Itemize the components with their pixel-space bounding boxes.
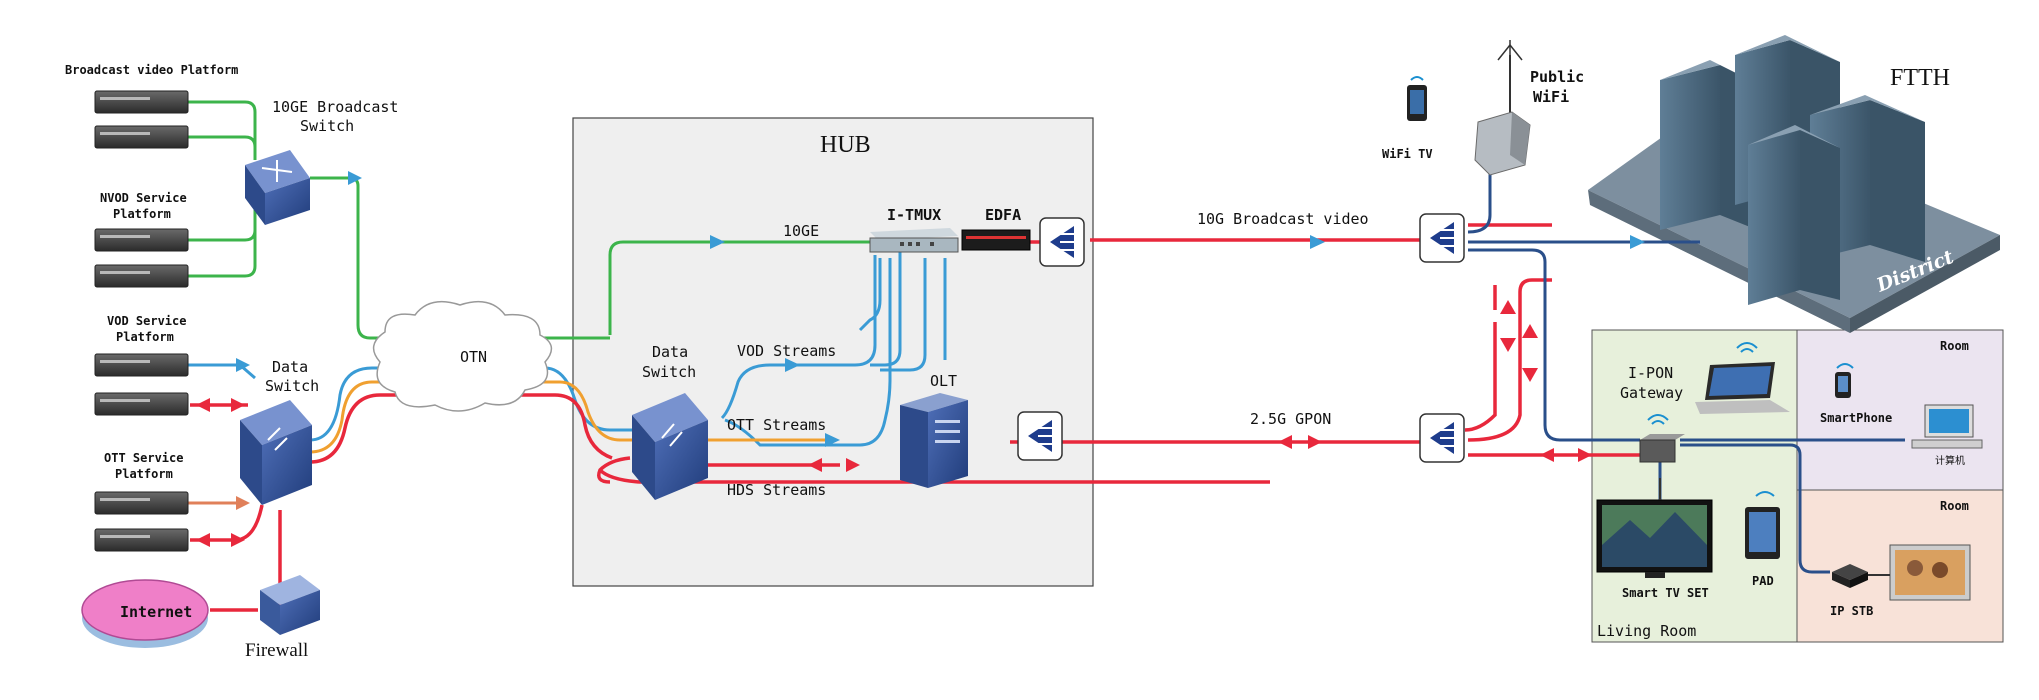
- laptop-device: [1695, 362, 1790, 414]
- living-room-label: Living Room: [1597, 622, 1696, 640]
- otn-label: OTN: [460, 348, 487, 366]
- hub-label: HUB: [820, 132, 871, 158]
- nvod-label-2: Platform: [113, 207, 171, 221]
- pad-device: [1745, 507, 1780, 559]
- broadcast-switch-label-1: 10GE Broadcast: [272, 98, 398, 116]
- firewall-label: Firewall: [245, 640, 308, 661]
- olt-label: OLT: [930, 372, 957, 390]
- ip-stb-device: [1832, 564, 1868, 588]
- gpon-label: 2.5G GPON: [1250, 410, 1331, 428]
- arrowheads: [196, 171, 1645, 547]
- data-switch-hub-label-2: Switch: [642, 363, 696, 381]
- computer-device: [1911, 404, 1983, 449]
- green-links: [188, 100, 880, 340]
- ip-stb-label: IP STB: [1830, 604, 1873, 618]
- vod-streams-label: VOD Streams: [737, 342, 836, 360]
- pad-label: PAD: [1752, 574, 1774, 588]
- hds-streams-label: HDS Streams: [727, 481, 826, 499]
- vod-label-2: Platform: [116, 330, 174, 344]
- olt-device: [900, 393, 968, 488]
- dark-blue-links: [1467, 150, 1905, 574]
- itmux-label: I-TMUX: [887, 206, 941, 224]
- data-switch-left-label-1: Data: [272, 358, 308, 376]
- computer-label: 计算机: [1935, 454, 1965, 467]
- nvod-label-1: NVOD Service: [100, 191, 187, 205]
- smartphone-device: [1835, 372, 1851, 398]
- internet-cloud: [81, 579, 209, 648]
- hub-data-switch: [632, 393, 708, 500]
- ipon-label-2: Gateway: [1620, 384, 1683, 402]
- wifi-tv-label: WiFi TV: [1382, 147, 1433, 161]
- ott-streams-label: OTT Streams: [727, 416, 826, 434]
- otn-cloud: [372, 300, 553, 412]
- hub-panel: [572, 117, 1094, 587]
- broadcast-video-10g-label: 10G Broadcast video: [1197, 210, 1369, 228]
- smart-tv-device: [1596, 478, 1713, 578]
- left-data-switch: [240, 400, 312, 505]
- room-label-1: Room: [1940, 339, 1969, 353]
- broadcast-switch-label-2: Switch: [300, 117, 354, 135]
- public-wifi-label-1: Public: [1530, 68, 1584, 86]
- wifi-tv-phone: [1407, 76, 1427, 121]
- ott-label-1: OTT Service: [104, 451, 183, 465]
- broadcast-platform-label: Broadcast video Platform: [65, 63, 238, 77]
- ftth-label: FTTH: [1890, 65, 1950, 91]
- data-switch-hub-label-1: Data: [652, 343, 688, 361]
- server-racks: [94, 90, 189, 552]
- splitter-lines: [1038, 229, 1454, 447]
- firewall-device: [260, 575, 320, 635]
- orange-link: [309, 380, 830, 454]
- edfa-label: EDFA: [985, 206, 1021, 224]
- wifi-signal-icons: [1647, 342, 1854, 497]
- ipon-label-1: I-PON: [1628, 364, 1673, 382]
- data-switch-left-label-2: Switch: [265, 377, 319, 395]
- edfa-device: [961, 229, 1031, 251]
- room-label-2: Room: [1940, 499, 1969, 513]
- room-tv-device: [1868, 544, 1971, 601]
- itmux-device: [869, 228, 959, 253]
- smartphone-label: SmartPhone: [1820, 411, 1892, 425]
- smart-tv-label: Smart TV SET: [1622, 586, 1709, 600]
- ott-label-2: Platform: [115, 467, 173, 481]
- internet-label: Internet: [120, 603, 192, 621]
- vod-label-1: VOD Service: [107, 314, 186, 328]
- broadcast-switch: [245, 150, 310, 225]
- ipon-gateway-device: [1639, 434, 1685, 463]
- tenge-label: 10GE: [783, 222, 819, 240]
- public-wifi-label-2: WiFi: [1533, 88, 1569, 106]
- public-wifi-ap: [1474, 55, 1531, 176]
